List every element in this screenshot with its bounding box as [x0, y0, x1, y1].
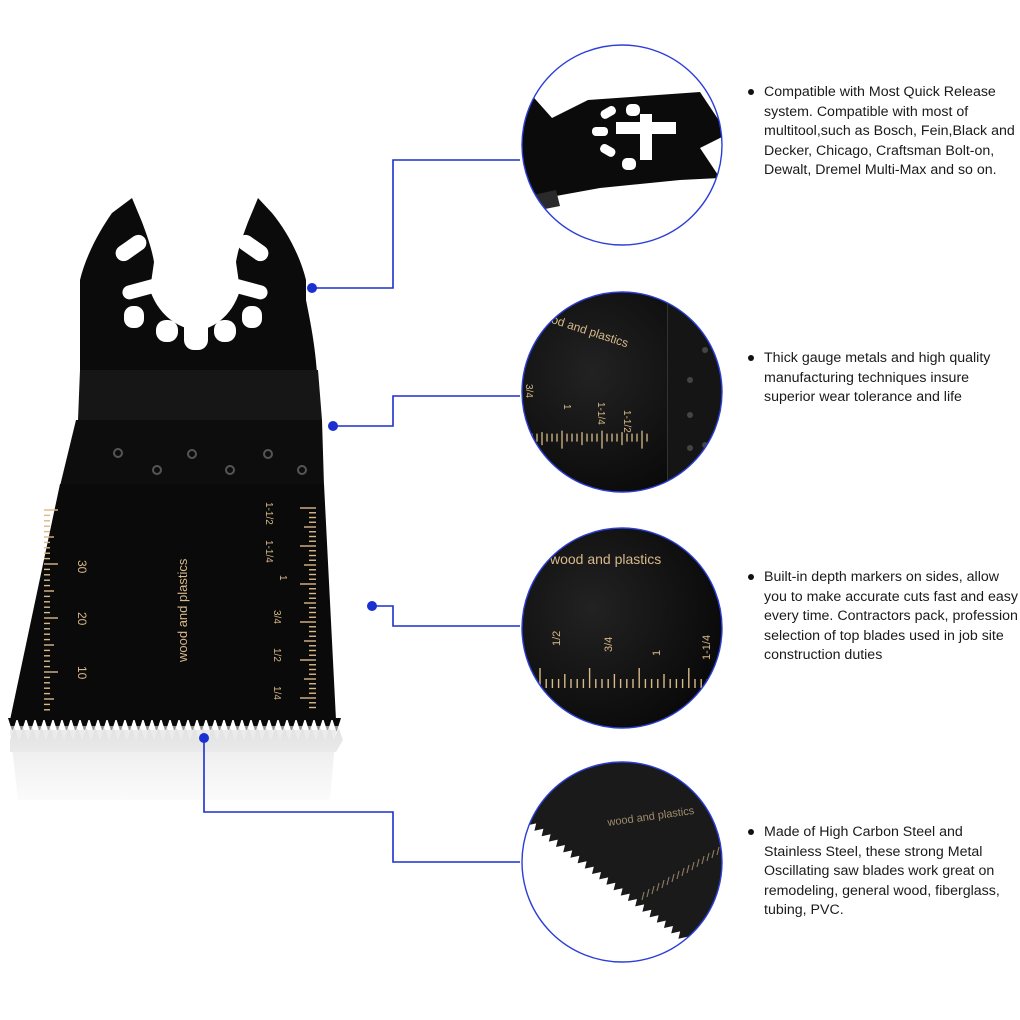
metric-label-10: 10	[75, 666, 89, 680]
detail-3-brand-text: wood and plastics	[549, 551, 661, 567]
feature-compatibility: Compatible with Most Quick Release syste…	[748, 83, 1018, 181]
metric-label-30: 30	[75, 560, 89, 574]
detail-circle-teeth: wood and plastics	[521, 761, 723, 963]
inch-label-3-4: 3/4	[271, 610, 282, 624]
connector-dot-3	[367, 601, 377, 611]
blade-neck	[78, 370, 322, 420]
detail-circle-markers: wood and plastics 1/2 3/4 1 1-1/4	[521, 527, 723, 729]
feature-durability-text: Thick gauge metals and high quality manu…	[764, 350, 991, 406]
connector-4	[203, 738, 520, 863]
feature-material: Made of High Carbon Steel and Stainless …	[748, 823, 1018, 921]
detail-2-tick-1: 1	[561, 404, 572, 410]
connector-2	[333, 395, 520, 427]
blade-teeth	[8, 718, 341, 732]
detail-3-tick-1-2: 1/2	[551, 631, 563, 646]
detail-2-tick-1-1-2: 1-1/2	[621, 410, 632, 433]
connector-3	[372, 605, 520, 627]
detail-3-tick-1-1-4: 1-1/4	[701, 635, 713, 660]
metric-ruler	[44, 509, 58, 711]
detail-3-tick-1: 1	[651, 650, 663, 656]
connector-dot-2	[328, 421, 338, 431]
bullet-icon	[748, 355, 754, 361]
inch-ruler	[300, 507, 316, 709]
feature-depth-markers: Built-in depth markers on sides, allow y…	[748, 568, 1018, 666]
inch-ruler-labels: 1-1/2 1-1/4 1 3/4 1/2 1/4	[263, 502, 288, 700]
inch-label-1-1-4: 1-1/4	[263, 540, 274, 563]
bullet-icon	[748, 574, 754, 580]
detail-2-tick-3-4: 3/4	[523, 384, 534, 398]
metric-label-20: 20	[75, 612, 89, 626]
blade-plate	[60, 420, 324, 486]
feature-durability: Thick gauge metals and high quality manu…	[748, 349, 1018, 408]
blade-brand-text: wood and plastics	[175, 558, 190, 663]
connector-dot-4	[199, 733, 209, 743]
detail-3-tick-3-4: 3/4	[603, 637, 615, 652]
connector-dot-1	[307, 283, 317, 293]
inch-label-1-1-2: 1-1/2	[263, 502, 274, 525]
detail-2-tick-1-1-4: 1-1/4	[595, 402, 606, 425]
connector-dots	[199, 283, 377, 743]
feature-material-text: Made of High Carbon Steel and Stainless …	[764, 824, 1000, 919]
connector-1	[312, 159, 520, 289]
blade-cutting-section	[10, 484, 336, 720]
feature-depth-markers-text: Built-in depth markers on sides, allow y…	[764, 569, 1018, 664]
bullet-icon	[748, 89, 754, 95]
plate-rivets	[113, 448, 307, 475]
metric-ruler-labels: 30 20 10	[75, 560, 89, 680]
mount-holes	[115, 234, 269, 350]
inch-label-1-4: 1/4	[271, 686, 282, 700]
inch-label-1: 1	[277, 575, 288, 581]
callout-connectors	[203, 159, 520, 863]
detail-circle-metal: wood and plastics 3/4 1 1-1/4 1-1/2	[521, 291, 723, 493]
feature-compatibility-text: Compatible with Most Quick Release syste…	[764, 84, 1015, 179]
bullet-icon	[748, 829, 754, 835]
inch-label-1-2: 1/2	[271, 648, 282, 662]
detail-circle-mount	[521, 44, 723, 246]
